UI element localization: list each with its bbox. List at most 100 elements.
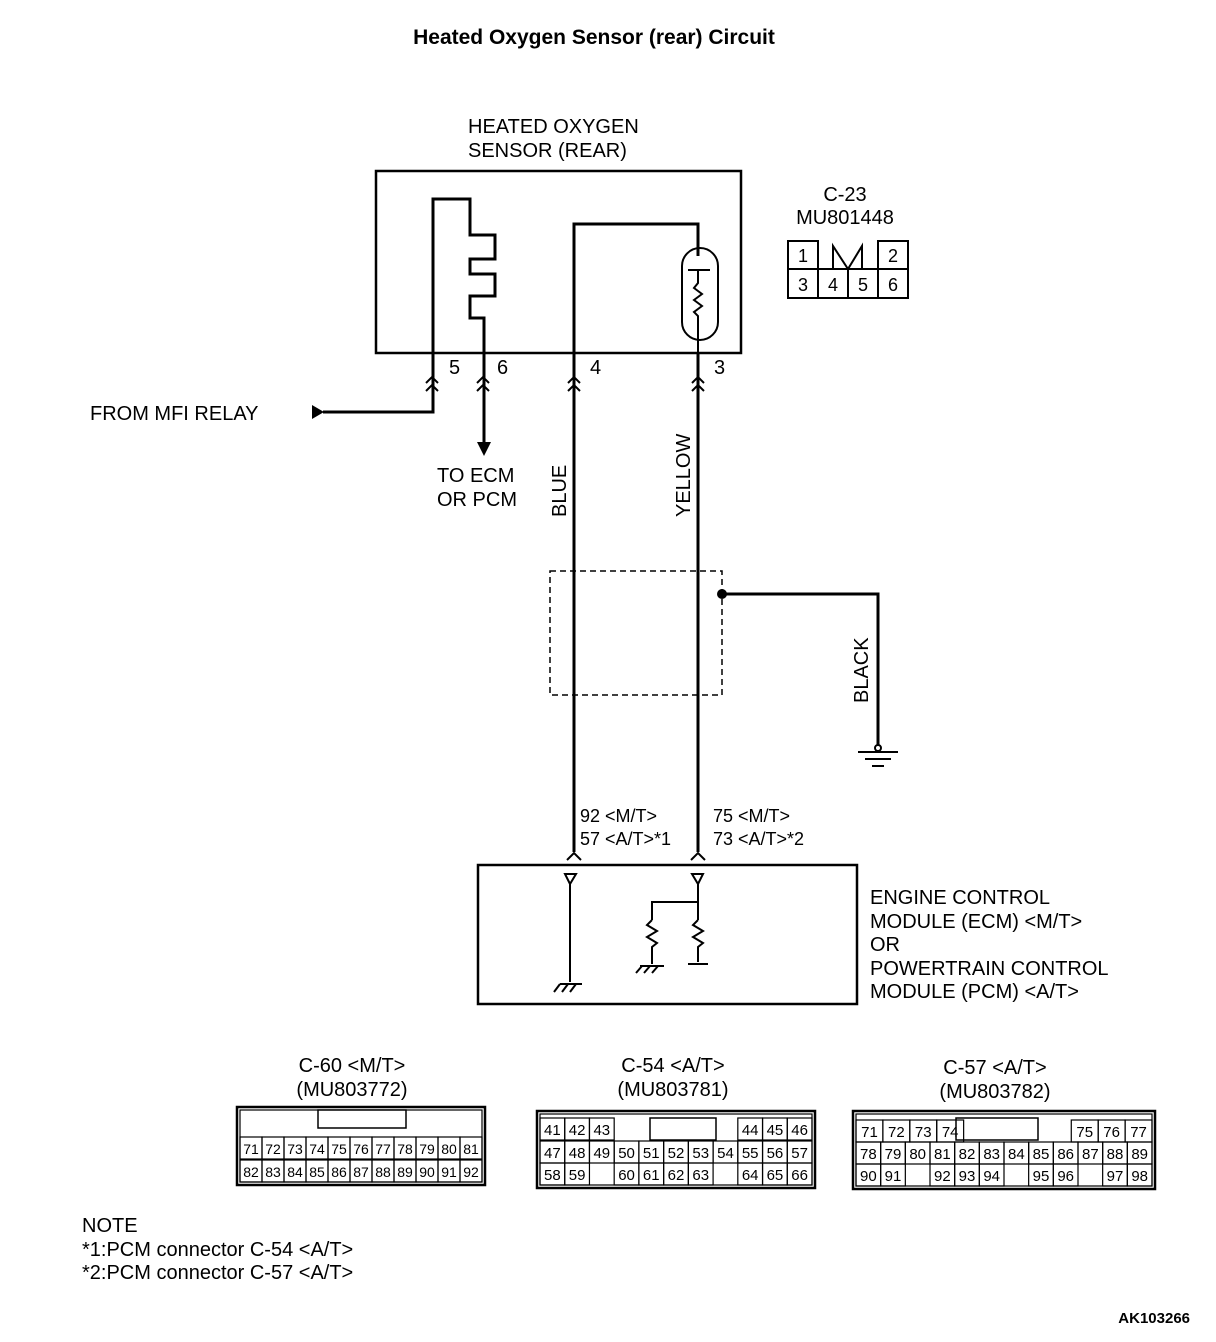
connector-pin: 72	[888, 1124, 905, 1141]
connector-pin: 74	[942, 1124, 959, 1141]
connector-pin: 91	[885, 1168, 902, 1185]
c57-id: C-57 <A/T>	[943, 1057, 1046, 1079]
ecm-label-line1: ENGINE CONTROL	[870, 887, 1050, 909]
c23-connector-face	[787, 240, 909, 299]
connector-pin: 63	[692, 1167, 709, 1184]
from-mfi-arrow	[312, 405, 324, 419]
connector-pin: 79	[419, 1141, 435, 1157]
ecm-internal-circuit	[553, 873, 708, 993]
connector-pin: 87	[353, 1164, 369, 1180]
ecm-box	[476, 863, 859, 1006]
to-ecm-arrow	[477, 442, 491, 456]
connector-pin: 90	[860, 1168, 877, 1185]
connector-pin: 61	[643, 1167, 660, 1184]
terminal-3: 3	[714, 357, 725, 379]
connector-pin: 83	[265, 1164, 281, 1180]
connector-pin: 89	[1131, 1146, 1148, 1163]
connector-pin: 65	[767, 1167, 784, 1184]
c23-pin: 4	[828, 275, 838, 295]
connector-pin: 82	[243, 1164, 259, 1180]
connector-pin: 58	[544, 1167, 561, 1184]
connector-pin: 75	[331, 1141, 347, 1157]
connector-pin: 56	[767, 1145, 784, 1162]
connector-pin: 95	[1033, 1168, 1050, 1185]
connector-pin: 55	[742, 1145, 759, 1162]
connector-pin: 74	[309, 1141, 325, 1157]
connector-pin: 44	[742, 1122, 759, 1139]
terminal-5: 5	[449, 357, 460, 379]
note-heading: NOTE	[82, 1215, 138, 1237]
connector-pin: 77	[375, 1141, 391, 1157]
connector-pin: 75	[1076, 1124, 1093, 1141]
c23-pin: 2	[888, 246, 898, 266]
sensor-box	[374, 169, 743, 355]
c54-part: (MU803781)	[617, 1079, 728, 1101]
connector-pin: 77	[1130, 1124, 1147, 1141]
connector-pin: 79	[885, 1146, 902, 1163]
connector-pin: 87	[1082, 1146, 1099, 1163]
ecm-label-line5: MODULE (PCM) <A/T>	[870, 981, 1079, 1003]
connector-pin: 80	[909, 1146, 926, 1163]
connector-pin: 98	[1131, 1168, 1148, 1185]
connector-pin: 62	[668, 1167, 685, 1184]
ecm-label-line4: POWERTRAIN CONTROL	[870, 958, 1109, 980]
connector-pin: 91	[441, 1164, 457, 1180]
connector-pin: 92	[934, 1168, 951, 1185]
c60-id: C-60 <M/T>	[299, 1055, 406, 1077]
connector-pin: 90	[419, 1164, 435, 1180]
connector-pin: 51	[643, 1145, 660, 1162]
connector-pin: 84	[287, 1164, 303, 1180]
c60-part: (MU803772)	[296, 1079, 407, 1101]
c23-id: C-23	[823, 184, 866, 206]
note-line2: *2:PCM connector C-57 <A/T>	[82, 1262, 353, 1284]
connector-pin: 88	[1107, 1146, 1124, 1163]
connector-pin: 85	[1033, 1146, 1050, 1163]
ecm-pin-right-line2: 73 <A/T>*2	[713, 829, 804, 849]
connector-pin: 60	[618, 1167, 635, 1184]
connector-pin: 86	[331, 1164, 347, 1180]
connector-marks-sensor	[425, 375, 705, 392]
connector-pin: 88	[375, 1164, 391, 1180]
connector-pin: 43	[593, 1122, 610, 1139]
connector-pin: 71	[861, 1124, 878, 1141]
diagram-title: Heated Oxygen Sensor (rear) Circuit	[413, 26, 775, 49]
connector-pin: 71	[243, 1141, 259, 1157]
ground-icon	[858, 744, 898, 767]
blue-wire-label: BLUE	[549, 465, 571, 517]
connector-pin: 76	[353, 1141, 369, 1157]
connector-pin: 41	[544, 1122, 561, 1139]
connector-pin: 78	[860, 1146, 877, 1163]
from-mfi-relay-label: FROM MFI RELAY	[90, 403, 259, 425]
ecm-pin-left-line1: 92 <M/T>	[580, 806, 657, 826]
connector-pin: 96	[1057, 1168, 1074, 1185]
connector-pin: 59	[569, 1167, 586, 1184]
mfi-relay-wire	[323, 353, 435, 414]
ecm-pin-left-line2: 57 <A/T>*1	[580, 829, 671, 849]
c23-pin: 1	[798, 246, 808, 266]
c23-pin: 6	[888, 275, 898, 295]
c23-pin: 3	[798, 275, 808, 295]
connector-pin: 64	[742, 1167, 759, 1184]
connector-pin: 89	[397, 1164, 413, 1180]
connector-pin: 81	[463, 1141, 479, 1157]
c57-part: (MU803782)	[939, 1081, 1050, 1103]
terminal-6: 6	[497, 357, 508, 379]
connector-pin: 50	[618, 1145, 635, 1162]
heater-element	[431, 197, 497, 353]
terminal-4: 4	[590, 357, 601, 379]
connector-pin: 92	[463, 1164, 479, 1180]
c54-id: C-54 <A/T>	[621, 1055, 724, 1077]
to-ecm-label-line1: TO ECM	[437, 465, 514, 487]
connector-pin: 45	[767, 1122, 784, 1139]
connector-pin: 72	[265, 1141, 281, 1157]
sensor-element-capsule	[681, 247, 719, 341]
c23-pin: 5	[858, 275, 868, 295]
note-line1: *1:PCM connector C-54 <A/T>	[82, 1239, 353, 1261]
connector-pin: 93	[959, 1168, 976, 1185]
figure-code: AK103266	[1118, 1310, 1190, 1327]
connector-pin: 94	[983, 1168, 1000, 1185]
ecm-pin-right-line1: 75 <M/T>	[713, 806, 790, 826]
connector-pin: 52	[668, 1145, 685, 1162]
